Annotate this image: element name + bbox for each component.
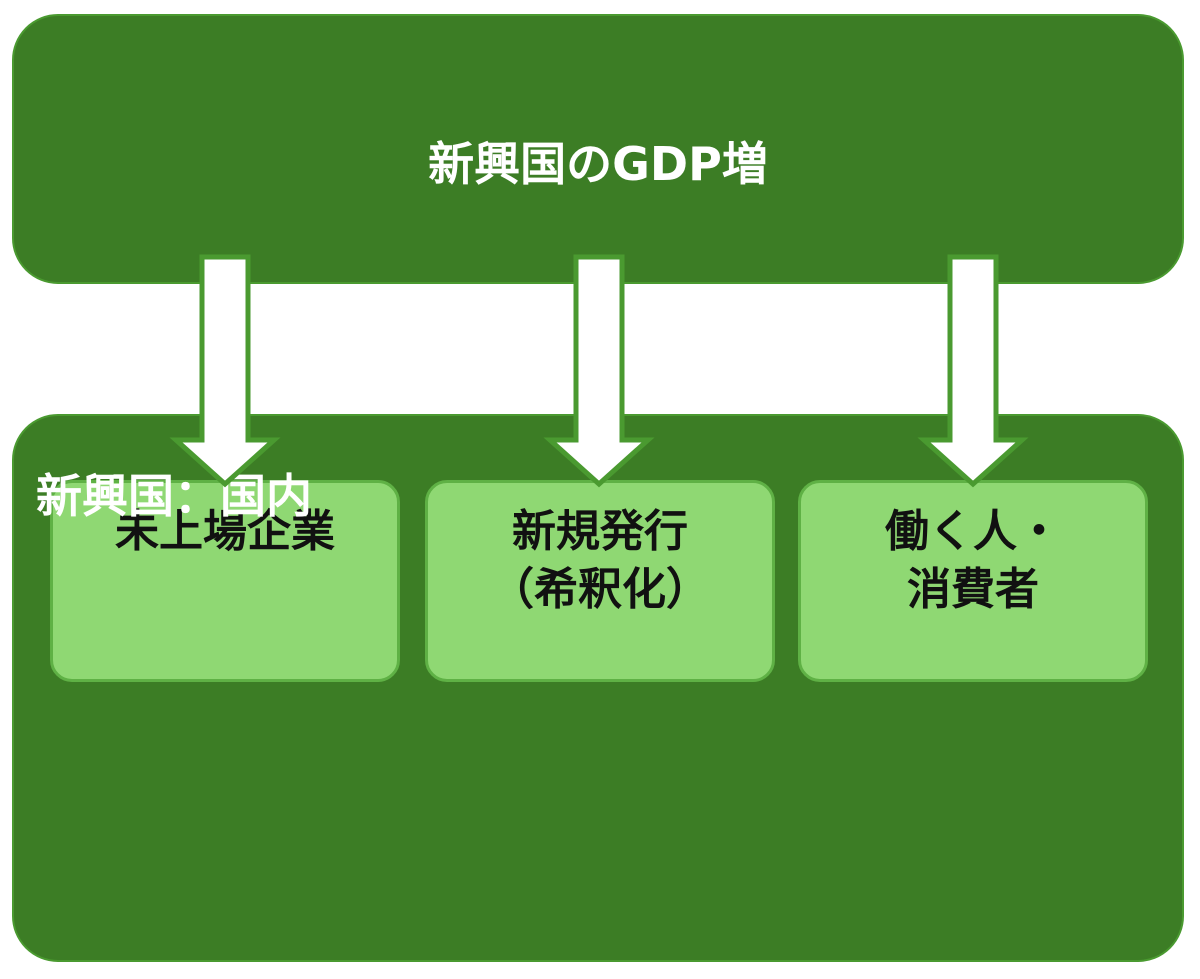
card-2-line-2: （希釈化） xyxy=(490,564,710,615)
card-3-line-2: 消費者 xyxy=(907,564,1039,615)
card-new-issuance: 新規発行 （希釈化） xyxy=(425,480,775,682)
card-1-line-1: 未上場企業 xyxy=(115,506,335,557)
card-2-line-1: 新規発行 xyxy=(512,506,688,557)
top-box-title: 新興国のGDP増 xyxy=(428,137,768,191)
top-box-gdp-growth: 新興国のGDP増 xyxy=(12,14,1184,284)
card-3-line-1: 働く人・ xyxy=(885,506,1061,557)
bottom-box-label: 新興国：国内 xyxy=(36,469,312,523)
card-workers-consumers: 働く人・ 消費者 xyxy=(798,480,1148,682)
card-unlisted-companies: 未上場企業 xyxy=(50,480,400,682)
